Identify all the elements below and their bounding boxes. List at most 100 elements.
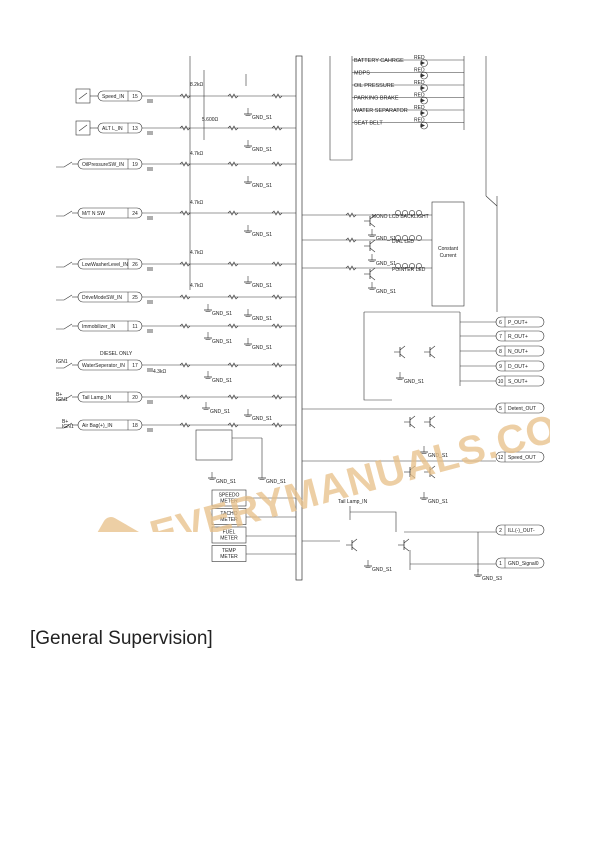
ground-symbol <box>368 229 376 237</box>
resistor-value: 8.2kΩ <box>190 82 203 88</box>
constant-current-label: Constant <box>438 246 459 252</box>
switch-icon <box>56 294 73 301</box>
led-icon <box>402 263 408 269</box>
ground-symbol <box>244 338 252 346</box>
resistor <box>179 323 191 329</box>
resistor <box>271 362 283 368</box>
led-icon <box>416 235 422 241</box>
warning-label: PARKING BRAKE <box>354 95 399 101</box>
led-color-label: RED <box>414 55 425 61</box>
resistor <box>227 210 239 216</box>
led-color-label: RED <box>414 105 425 111</box>
ground-symbol <box>368 282 376 290</box>
meter-label: METER <box>220 517 238 523</box>
transistor-icon <box>424 345 436 359</box>
switch-icon <box>56 394 73 401</box>
resistor <box>227 93 239 99</box>
tail-lamp-in-label: Tail Lamp_IN <box>338 499 368 505</box>
led-icon <box>402 210 408 216</box>
switch-icon <box>56 261 73 268</box>
resistor <box>179 93 191 99</box>
input-label: Air Bag(+)_IN <box>82 423 113 429</box>
resistor <box>271 261 283 267</box>
connector-pin-box <box>495 524 545 536</box>
resistor <box>227 161 239 167</box>
led-icon <box>420 59 428 67</box>
pin-number: 20 <box>132 395 138 401</box>
transistor-icon <box>364 239 376 253</box>
capacitor <box>147 329 153 333</box>
diode-icon <box>421 73 425 78</box>
switch-icon <box>56 422 73 429</box>
meter-box <box>211 489 247 507</box>
ground-symbol <box>396 372 404 380</box>
ground-label: GND_S1 <box>428 499 448 505</box>
diode-icon <box>421 86 425 90</box>
output-label: R_OUT+ <box>508 334 528 340</box>
ground-symbol <box>244 176 252 184</box>
b-plus-label: B+ <box>56 392 62 398</box>
resistor <box>179 210 191 216</box>
pin-number: 11 <box>132 324 137 330</box>
pin-number: 5 <box>499 406 502 412</box>
capacitor <box>147 400 153 404</box>
meter-label: TEMP <box>222 548 237 554</box>
input-label: M/T N SW <box>82 211 105 217</box>
warning-indicator-row <box>420 84 428 92</box>
resistor <box>227 362 239 368</box>
capacitor <box>147 167 153 171</box>
pin-number: 24 <box>132 211 138 217</box>
ground-symbol <box>420 446 428 454</box>
ground-symbol <box>258 472 266 480</box>
led-icon <box>420 84 428 92</box>
output-label: Detent_OUT <box>508 406 536 412</box>
led-icon <box>395 263 401 269</box>
output-label: S_OUT+ <box>508 379 528 385</box>
diesel-only-label: DIESEL ONLY <box>100 351 133 357</box>
ground-symbol <box>420 492 428 500</box>
resistor <box>179 261 191 267</box>
resistor <box>179 422 191 428</box>
input-row <box>56 419 143 431</box>
meter-label: FUEL <box>223 530 236 536</box>
connector-pin-box <box>495 557 545 569</box>
led-icon <box>395 210 401 216</box>
meter-box <box>211 508 247 525</box>
input-label: Speed_IN <box>102 94 125 100</box>
resistor <box>271 394 283 400</box>
output-label: N_OUT+ <box>508 349 528 355</box>
b-plus-label: B+ <box>62 419 68 425</box>
led-group-label: MONO LCD BACKLIGHT <box>372 214 429 220</box>
led-icon <box>420 121 428 130</box>
warning-label: WATER SEPARATOR <box>354 108 408 114</box>
ground-symbol <box>244 140 252 148</box>
led-color-label: RED <box>414 118 425 124</box>
resistor <box>271 422 283 428</box>
diode-icon <box>421 98 425 103</box>
output-label: D_OUT+ <box>508 364 528 370</box>
ground-symbol <box>244 225 252 233</box>
ground-label: GND_S1 <box>252 345 272 351</box>
led-icon <box>409 235 415 241</box>
transistor-icon <box>398 538 410 552</box>
led-group-label: POINTER LED <box>392 267 426 273</box>
capacitor <box>147 131 153 135</box>
pin-number: 6 <box>499 320 502 326</box>
ground-label: GND_S1 <box>372 567 392 573</box>
ign1-label: IGN1 <box>62 424 74 430</box>
ign1-label: IGN1 <box>56 397 68 403</box>
pin-number: 1 <box>499 561 502 567</box>
diode-icon <box>421 123 425 128</box>
constant-current-label: Current <box>440 253 457 259</box>
ground-label: GND_S1 <box>252 232 272 238</box>
resistor <box>227 323 239 329</box>
pin-number: 25 <box>132 295 138 301</box>
warning-indicator-row <box>420 109 428 117</box>
switch-icon <box>56 161 73 168</box>
resistor <box>227 125 239 131</box>
input-label: WaterSeperator_IN <box>82 363 125 369</box>
resistor-value: 5.600Ω <box>202 117 219 123</box>
resistor <box>271 210 283 216</box>
warning-label: SEAT BELT <box>354 120 383 126</box>
resistor <box>179 394 191 400</box>
